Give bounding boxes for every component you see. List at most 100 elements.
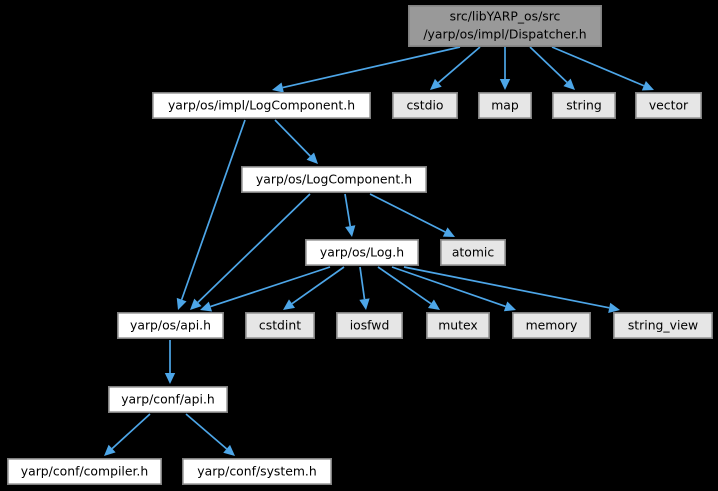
graph-node-logcomponent[interactable]: yarp/os/LogComponent.h — [241, 166, 427, 194]
node-box[interactable] — [182, 457, 332, 485]
edge-api-to-conf_api — [164, 340, 176, 384]
edge-arrowhead-icon — [641, 80, 654, 91]
node-box[interactable] — [439, 239, 506, 267]
node-box[interactable] — [425, 311, 490, 339]
edge-arrowhead-icon — [306, 152, 318, 164]
edge-log-to-api — [200, 266, 331, 312]
node-label: yarp/conf/compiler.h — [21, 464, 148, 479]
edge-line — [437, 46, 481, 84]
node-label: iosfwd — [350, 318, 390, 333]
edge-arrowhead-icon — [428, 299, 440, 310]
node-label: memory — [526, 318, 578, 333]
edge-arrowhead-icon — [272, 82, 284, 93]
edge-arrowhead-icon — [503, 301, 516, 312]
edge-dispatcher-to-cstdio — [430, 46, 481, 90]
node-box[interactable] — [241, 166, 427, 194]
graph-node-conf_system[interactable]: yarp/conf/system.h — [182, 457, 332, 485]
node-box[interactable] — [245, 311, 316, 339]
node-label-line1: src/libYARP_os/src — [450, 9, 561, 24]
edge-log-to-string_view — [403, 266, 620, 313]
node-label: yarp/os/LogComponent.h — [256, 172, 412, 187]
edge-arrowhead-icon — [359, 298, 370, 310]
edge-impl_logcomponent-to-api — [176, 119, 246, 310]
node-box[interactable] — [551, 92, 616, 120]
edge-logcomponent-to-atomic — [369, 193, 455, 237]
edge-log-to-iosfwd — [359, 266, 370, 310]
edge-line — [403, 266, 610, 309]
node-box[interactable] — [108, 385, 229, 413]
graph-node-map[interactable]: map — [477, 92, 532, 120]
graph-node-conf_compiler[interactable]: yarp/conf/compiler.h — [7, 457, 162, 485]
edge-arrowhead-icon — [345, 225, 356, 237]
edge-arrowhead-icon — [223, 444, 235, 456]
node-box[interactable] — [391, 92, 458, 120]
node-label: yarp/conf/api.h — [121, 392, 215, 407]
edge-logcomponent-to-log — [344, 193, 356, 237]
node-label: string — [566, 98, 602, 113]
edge-arrowhead-icon — [190, 298, 202, 310]
node-box[interactable] — [335, 311, 403, 339]
graph-node-atomic[interactable]: atomic — [439, 239, 506, 267]
edges-layer — [104, 46, 654, 456]
edge-log-to-mutex — [377, 266, 440, 310]
edge-dispatcher-to-impl_logcomponent — [272, 46, 461, 93]
graph-node-mutex[interactable]: mutex — [425, 311, 490, 339]
node-label: atomic — [452, 245, 495, 260]
edge-line — [391, 266, 506, 308]
node-box[interactable] — [477, 92, 532, 120]
node-label-line2: /yarp/os/impl/Dispatcher.h — [423, 27, 586, 42]
graph-node-dispatcher[interactable]: src/libYARP_os/src/yarp/os/impl/Dispatch… — [407, 5, 602, 48]
graph-node-api[interactable]: yarp/os/api.h — [117, 311, 225, 339]
edge-log-to-cstdint — [283, 266, 345, 310]
graph-node-cstdint[interactable]: cstdint — [245, 311, 316, 339]
node-box[interactable] — [511, 311, 591, 339]
graph-node-string[interactable]: string — [551, 92, 616, 120]
node-label: cstdio — [406, 98, 443, 113]
edge-conf_api-to-conf_compiler — [104, 413, 151, 456]
node-label: string_view — [628, 318, 698, 333]
edge-arrowhead-icon — [608, 302, 620, 313]
edge-line — [551, 46, 645, 87]
edge-arrowhead-icon — [563, 78, 575, 90]
edge-line — [344, 193, 352, 227]
graph-node-conf_api[interactable]: yarp/conf/api.h — [108, 385, 229, 413]
graph-node-log[interactable]: yarp/os/Log.h — [304, 239, 419, 267]
node-label: yarp/os/impl/LogComponent.h — [168, 98, 355, 113]
edge-line — [282, 46, 461, 89]
node-box[interactable] — [7, 457, 162, 485]
node-label: yarp/os/api.h — [130, 318, 211, 333]
graph-node-cstdio[interactable]: cstdio — [391, 92, 458, 120]
edge-line — [291, 266, 345, 305]
edge-log-to-memory — [391, 266, 516, 312]
edge-line — [197, 193, 311, 303]
node-box[interactable] — [304, 239, 419, 267]
edge-arrowhead-icon — [104, 444, 116, 456]
graph-node-string_view[interactable]: string_view — [612, 311, 713, 339]
graph-node-impl_logcomponent[interactable]: yarp/os/impl/LogComponent.h — [152, 92, 371, 120]
graph-node-memory[interactable]: memory — [511, 311, 591, 339]
edge-line — [359, 266, 366, 300]
node-box[interactable] — [117, 311, 225, 339]
node-label: map — [491, 98, 519, 113]
edge-dispatcher-to-map — [499, 47, 511, 90]
edge-dispatcher-to-string — [529, 46, 575, 90]
edge-arrowhead-icon — [430, 78, 442, 90]
node-box[interactable] — [634, 92, 702, 120]
node-label: mutex — [438, 318, 478, 333]
node-box[interactable] — [407, 5, 602, 48]
edge-arrowhead-icon — [176, 297, 187, 310]
edge-line — [185, 413, 228, 450]
node-label: yarp/os/Log.h — [320, 245, 404, 260]
graph-node-vector[interactable]: vector — [634, 92, 702, 120]
edge-impl_logcomponent-to-logcomponent — [274, 119, 318, 164]
edge-arrowhead-icon — [499, 79, 511, 90]
node-label: vector — [649, 98, 689, 113]
node-box[interactable] — [612, 311, 713, 339]
node-box[interactable] — [152, 92, 371, 120]
graph-node-iosfwd[interactable]: iosfwd — [335, 311, 403, 339]
edge-line — [274, 119, 311, 157]
edge-arrowhead-icon — [283, 299, 295, 310]
edge-conf_api-to-conf_system — [185, 413, 235, 456]
node-label: yarp/conf/system.h — [197, 464, 316, 479]
